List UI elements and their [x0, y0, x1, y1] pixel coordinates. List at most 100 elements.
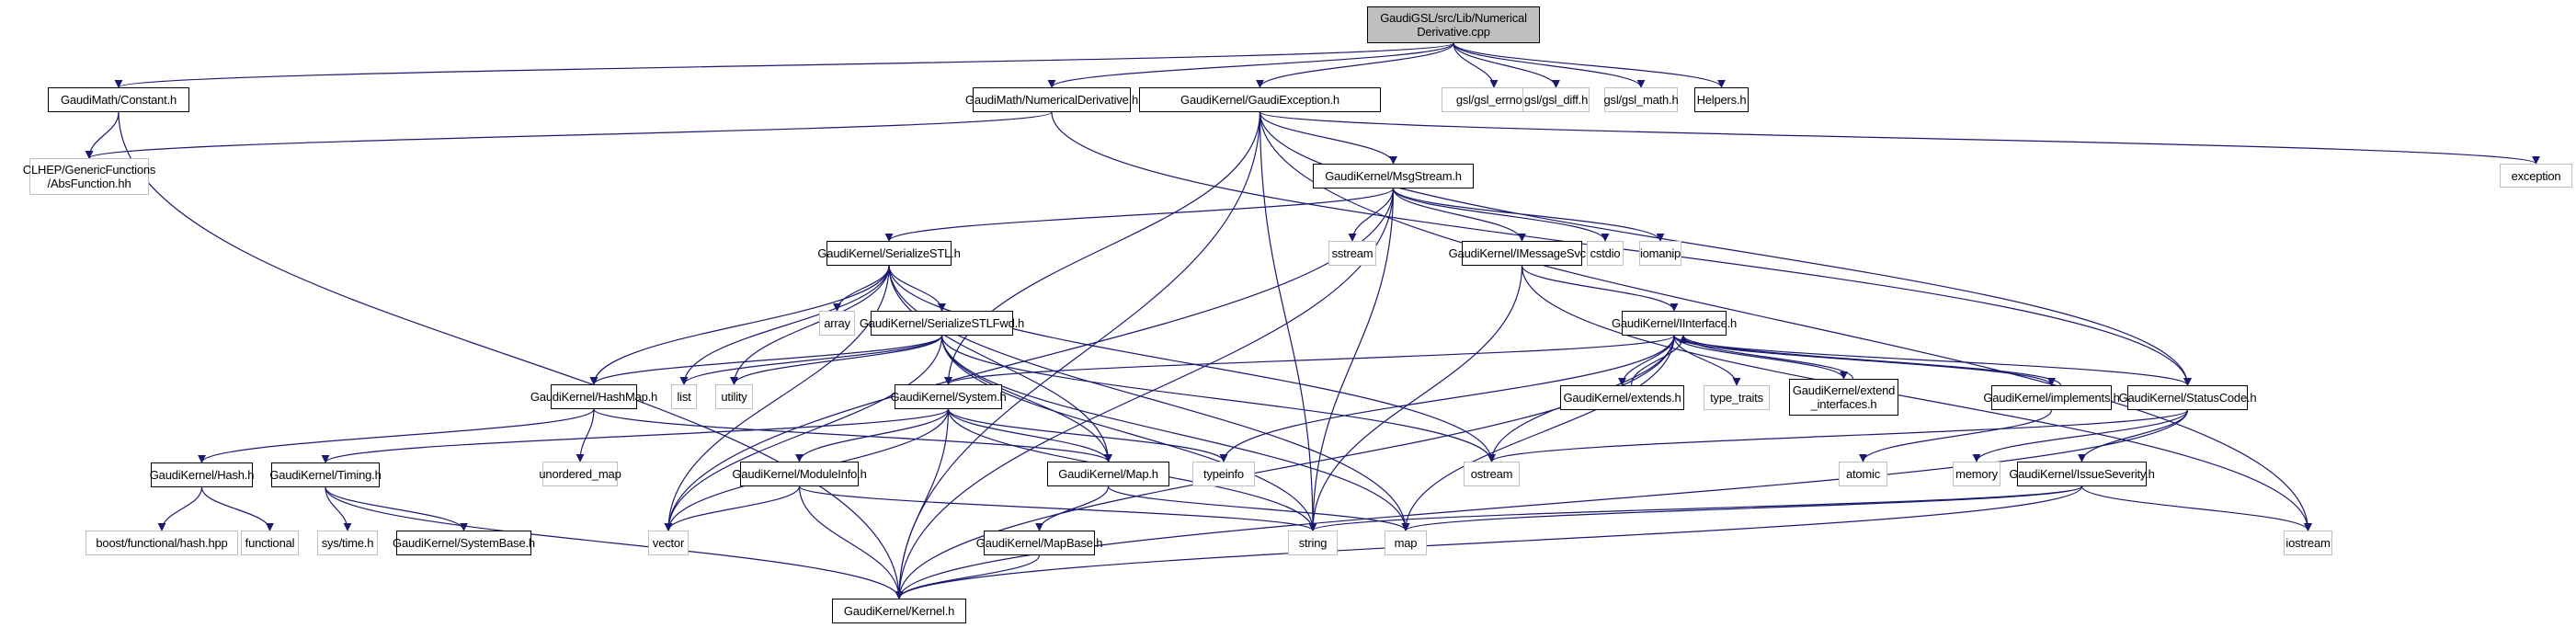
edge-timing-to-sysbase [325, 486, 468, 531]
node-boosthash[interactable]: boost/functional/hash.hpp [85, 531, 238, 555]
node-exception[interactable]: exception [2500, 164, 2572, 188]
edge-serstl-to-array [833, 265, 890, 312]
edge-hash-to-functional [200, 486, 274, 531]
edge-serstlfwd-to-utility [730, 335, 943, 385]
node-hashmap[interactable]: GaudiKernel/HashMap.h [530, 384, 657, 409]
edge-serstl-to-hashmap [589, 265, 890, 385]
node-numder[interactable]: GaudiMath/NumericalDerivative.h [965, 87, 1138, 112]
node-root[interactable]: GaudiGSL/src/Lib/Numerical Derivative.cp… [1367, 6, 1540, 43]
node-iomanip[interactable]: iomanip [1639, 241, 1681, 266]
edge-gaudiexc-to-msgstream [1259, 111, 1397, 165]
node-extif[interactable]: GaudiKernel/extend _interfaces.h [1789, 379, 1898, 416]
edge-serstl-to-ostream [888, 265, 1496, 462]
node-atomic[interactable]: atomic [1839, 462, 1887, 486]
edge-numder-to-absfunc [85, 111, 1053, 159]
edge-imsgsvc-to-iinterface [1521, 265, 1679, 312]
node-map[interactable]: map [1385, 531, 1427, 555]
node-map_h[interactable]: GaudiKernel/Map.h [1047, 462, 1169, 486]
edge-root-to-gsl_math [1453, 42, 1646, 88]
node-constant[interactable]: GaudiMath/Constant.h [48, 87, 189, 112]
edge-hashmap-to-map_h [593, 408, 1112, 462]
node-unordered_map[interactable]: unordered_map [539, 462, 621, 486]
node-gsl_diff[interactable]: gsl/gsl_diff.h [1522, 87, 1590, 112]
edge-statuscode-to-ostream [1487, 409, 2189, 462]
node-string[interactable]: string [1288, 531, 1338, 555]
edge-root-to-gaudiexc [1256, 42, 1454, 88]
node-systime[interactable]: sys/time.h [317, 531, 378, 555]
node-memory[interactable]: memory [1953, 462, 2000, 486]
node-sysbase[interactable]: GaudiKernel/SystemBase.h [393, 531, 535, 555]
edge-system-to-map_h [947, 408, 1112, 462]
edge-iinterface-to-implements [1673, 335, 2056, 386]
node-moduleinfo[interactable]: GaudiKernel/ModuleInfo.h [732, 462, 867, 486]
node-absfunc[interactable]: CLHEP/GenericFunctions /AbsFunction.hh [23, 158, 155, 195]
node-serstl[interactable]: GaudiKernel/SerializeSTL.h [817, 241, 961, 266]
edge-timing-to-kernel [325, 486, 904, 599]
node-msgstream[interactable]: GaudiKernel/MsgStream.h [1313, 164, 1474, 188]
edge-gaudiexc-to-system [944, 111, 1261, 385]
edge-statuscode-to-issuesev [2078, 409, 2189, 462]
edge-msgstream-to-sstream [1348, 188, 1395, 242]
edge-system-to-typeinfo [947, 408, 1228, 462]
node-typeinfo[interactable]: typeinfo [1192, 462, 1255, 486]
edge-iinterface-to-statuscode [1673, 335, 2192, 386]
edge-gaudiexc-to-exception [1259, 111, 2540, 165]
edge-imsgsvc-to-iostream [1521, 265, 2312, 531]
edge-moduleinfo-to-string [798, 485, 1317, 531]
node-array[interactable]: array [819, 311, 855, 336]
edge-system-to-moduleinfo [795, 408, 950, 462]
edge-implements-to-iinterface [1679, 335, 2062, 386]
edge-root-to-numder [1047, 42, 1454, 88]
node-helpers[interactable]: Helpers.h [1694, 87, 1749, 112]
node-type_traits[interactable]: type_traits [1704, 385, 1770, 410]
node-functional[interactable]: functional [241, 531, 299, 555]
edge-issuesev-to-map [1401, 485, 2083, 531]
node-ostream[interactable]: ostream [1464, 462, 1520, 486]
node-serstlfwd[interactable]: GaudiKernel/SerializeSTLFwd.h [860, 311, 1024, 336]
node-hash[interactable]: GaudiKernel/Hash.h [150, 462, 254, 487]
edge-extif-to-iinterface [1679, 335, 1854, 380]
edge-hash-to-boosthash [157, 486, 203, 531]
node-mapbase[interactable]: GaudiKernel/MapBase.h [976, 531, 1102, 555]
edge-iinterface-to-kernel [895, 335, 1675, 599]
edge-serstl-to-utility [730, 265, 890, 385]
edge-constant-to-absfunc [85, 111, 120, 159]
edge-iinterface-to-typeinfo [1219, 335, 1675, 462]
node-iinterface[interactable]: GaudiKernel/IInterface.h [1612, 311, 1737, 336]
edge-map_h-to-mapbase [1035, 485, 1110, 531]
node-vector[interactable]: vector [648, 531, 689, 555]
edge-serstl-to-vector [664, 265, 890, 531]
node-issuesev[interactable]: GaudiKernel/IssueSeverity.h [2009, 462, 2155, 486]
edge-serstl-to-map_h [888, 265, 1112, 462]
node-list[interactable]: list [671, 384, 697, 409]
edge-serstlfwd-to-list [679, 335, 943, 385]
edge-implements-to-atomic [1859, 409, 2053, 462]
node-implements[interactable]: GaudiKernel/implements.h [1983, 385, 2120, 410]
edge-iinterface-to-map [1401, 335, 1675, 531]
edge-root-to-constant [115, 42, 1454, 88]
node-extends[interactable]: GaudiKernel/extends.h [1560, 385, 1684, 410]
edge-moduleinfo-to-vector [664, 485, 801, 531]
node-utility[interactable]: utility [715, 384, 753, 409]
edge-hashmap-to-unordered_map [576, 408, 595, 462]
edge-issuesev-to-kernel [895, 485, 2083, 599]
edge-iinterface-to-type_traits [1673, 335, 1741, 386]
node-cstdio[interactable]: cstdio [1587, 241, 1624, 266]
edge-constant-to-kernel [118, 111, 904, 599]
node-statuscode[interactable]: GaudiKernel/StatusCode.h [2119, 385, 2257, 410]
node-kernel[interactable]: GaudiKernel/Kernel.h [832, 599, 966, 623]
node-system[interactable]: GaudiKernel/System.h [890, 384, 1007, 409]
edge-statuscode-to-memory [1972, 409, 2189, 462]
node-imsgsvc[interactable]: GaudiKernel/IMessageSvc.h [1449, 241, 1596, 266]
edge-statuscode-to-kernel [895, 409, 2189, 599]
node-iostream[interactable]: iostream [2284, 531, 2332, 555]
node-gaudiexc[interactable]: GaudiKernel/GaudiException.h [1139, 87, 1381, 112]
node-gsl_math[interactable]: gsl/gsl_math.h [1603, 87, 1679, 112]
node-timing[interactable]: GaudiKernel/Timing.h [269, 462, 382, 487]
edge-msgstream-to-iomanip [1392, 188, 1665, 242]
node-sstream[interactable]: sstream [1328, 241, 1376, 266]
edge-msgstream-to-cstdio [1392, 188, 1610, 242]
edge-serstlfwd-to-map [940, 335, 1410, 531]
edge-issuesev-to-string [1308, 485, 2083, 531]
